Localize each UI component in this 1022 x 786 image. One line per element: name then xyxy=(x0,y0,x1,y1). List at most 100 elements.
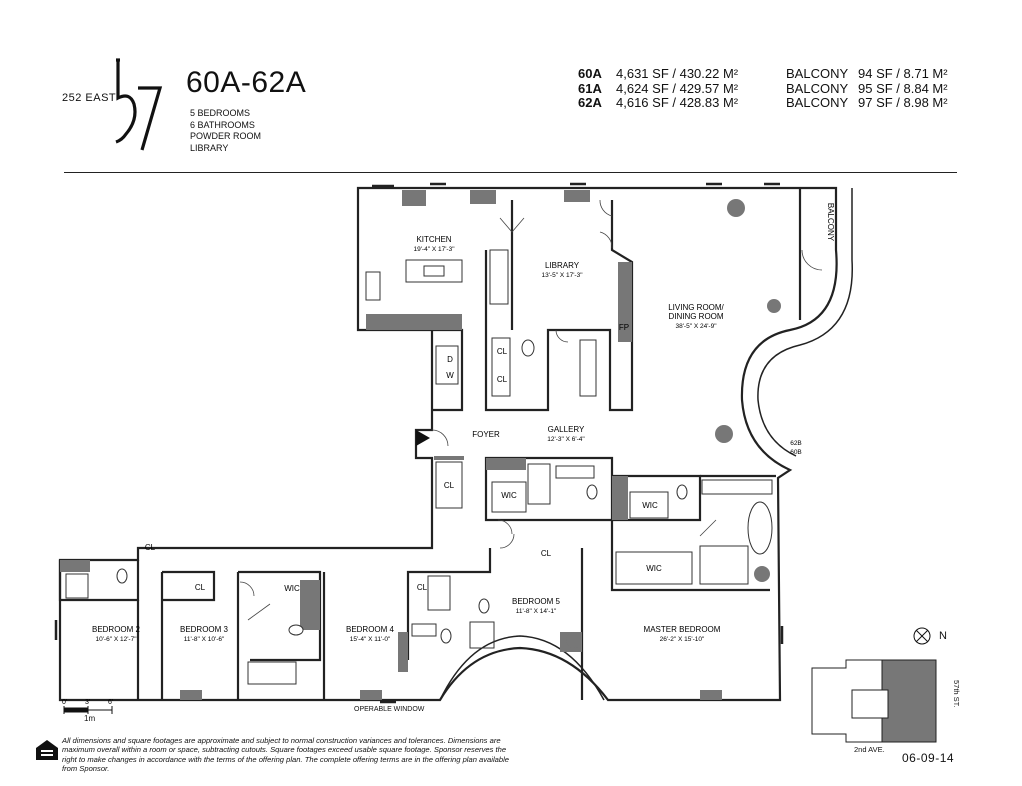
kitchen-sink xyxy=(423,265,445,277)
feature-powder-room: POWDER ROOM xyxy=(190,131,261,141)
door-swing xyxy=(599,199,613,217)
shower xyxy=(699,545,749,585)
closet-label: CL xyxy=(195,583,206,592)
bathtub xyxy=(747,501,773,555)
vanity xyxy=(701,479,773,495)
sqft-balcony-area: 95 SF / 8.84 M² xyxy=(858,80,948,96)
unit-tag-62b: 62B xyxy=(790,440,802,447)
door-swing xyxy=(247,603,271,621)
shower xyxy=(469,621,495,649)
wall-block xyxy=(618,262,632,342)
operable-window-label: OPERABLE WINDOW xyxy=(354,706,425,713)
sqft-row: 60A 4,631 SF / 430.22 M² BALCONY 94 SF /… xyxy=(578,66,948,82)
door-swing xyxy=(497,519,513,535)
wall-block xyxy=(564,190,590,202)
equal-housing-icon xyxy=(36,740,58,760)
washer-dryer xyxy=(435,345,459,385)
door-swing xyxy=(239,581,255,597)
closet-label: CL xyxy=(417,583,428,592)
shower xyxy=(527,463,551,505)
dryer-label: D xyxy=(447,355,453,364)
door-swing xyxy=(699,519,717,537)
room-label-master-bedroom: MASTER BEDROOM xyxy=(644,625,721,634)
sqft-balcony-label: BALCONY xyxy=(786,80,849,96)
toilet xyxy=(586,484,598,500)
unit-tag-60b: 60B xyxy=(790,449,802,456)
key-plan-street: 57th ST. xyxy=(952,680,961,708)
washer-label: W xyxy=(446,371,454,380)
closet-label: CL xyxy=(497,347,508,356)
room-dim-living: 38'-5" X 24'-9" xyxy=(675,323,717,330)
scale-tick-6: 6' xyxy=(108,699,113,706)
door-swing xyxy=(555,329,569,343)
closet-label: CL xyxy=(145,543,156,552)
wall-block xyxy=(612,476,628,520)
scale-tick-3: 3' xyxy=(85,699,90,706)
room-label-kitchen: KITCHEN xyxy=(416,235,451,244)
toilet xyxy=(478,598,490,614)
wall-block xyxy=(300,580,320,630)
wic-closet xyxy=(491,481,527,513)
closet-label: CL xyxy=(497,375,508,384)
balcony-rail xyxy=(757,188,853,457)
building-logo xyxy=(115,58,163,151)
shower xyxy=(65,573,89,599)
wic-closet xyxy=(615,551,693,585)
room-label-library: LIBRARY xyxy=(545,261,580,270)
column xyxy=(566,632,582,648)
key-plan-avenue: 2nd AVE. xyxy=(854,745,885,754)
interior-wall xyxy=(58,560,140,602)
room-label-bedroom-2: BEDROOM 2 xyxy=(92,625,141,634)
room-label-bedroom-3: BEDROOM 3 xyxy=(180,625,229,634)
vanity xyxy=(555,465,595,479)
unit-title: 60A-62A xyxy=(186,66,307,99)
toilet xyxy=(676,484,688,500)
bathtub xyxy=(427,575,451,611)
column xyxy=(767,299,781,313)
room-dim-gallery: 12'-3" X 6'-4" xyxy=(547,436,585,443)
closet xyxy=(435,461,463,509)
key-plan xyxy=(811,659,937,743)
disclaimer-text: All dimensions and square footages are a… xyxy=(62,736,510,774)
entry-arrow-icon xyxy=(416,430,430,446)
compass-icon xyxy=(913,627,931,645)
wic-closet xyxy=(629,491,669,519)
plan-date: 06-09-14 xyxy=(902,751,955,765)
scale-meter-label: 1m xyxy=(84,714,96,723)
column xyxy=(754,566,770,582)
room-dim-bedroom-3: 11'-8" X 10'-6" xyxy=(184,636,225,643)
fireplace-label: FP xyxy=(619,323,629,332)
building-address: 252 EAST xyxy=(62,92,117,104)
sqft-balcony-area: 97 SF / 8.98 M² xyxy=(858,95,948,110)
toilet xyxy=(440,628,452,644)
kitchen-island xyxy=(405,259,463,283)
bathtub xyxy=(247,661,297,685)
bedroom-bay-window xyxy=(439,635,605,701)
door-swing xyxy=(801,249,823,271)
vanity xyxy=(411,623,437,637)
wic-label: WIC xyxy=(284,584,300,593)
door-swing xyxy=(431,429,449,447)
feature-bedrooms: 5 BEDROOMS xyxy=(190,108,251,118)
door-swing xyxy=(499,533,515,549)
wic-label: WIC xyxy=(642,501,658,510)
column xyxy=(715,425,733,443)
sqft-balcony-label: BALCONY xyxy=(786,95,849,110)
sqft-area: 4,624 SF / 429.57 M² xyxy=(616,80,739,96)
room-label-gallery: GALLERY xyxy=(548,425,585,434)
room-dim-bedroom-4: 15'-4" X 11'-0" xyxy=(350,636,391,643)
compass-north-label: N xyxy=(939,630,947,642)
feature-bathrooms: 6 BATHROOMS xyxy=(190,119,255,130)
toilet xyxy=(521,339,535,357)
feature-library: LIBRARY xyxy=(190,142,229,153)
room-label-living: LIVING ROOM/ xyxy=(668,303,724,312)
interior-wall xyxy=(484,250,620,412)
wall-block xyxy=(366,314,462,330)
wall-block xyxy=(700,690,722,700)
wall-block xyxy=(486,458,526,470)
sqft-unit: 61A xyxy=(578,80,602,96)
sqft-unit: 62A xyxy=(578,95,602,110)
wall-block xyxy=(470,190,496,204)
interior-wall xyxy=(162,570,216,602)
